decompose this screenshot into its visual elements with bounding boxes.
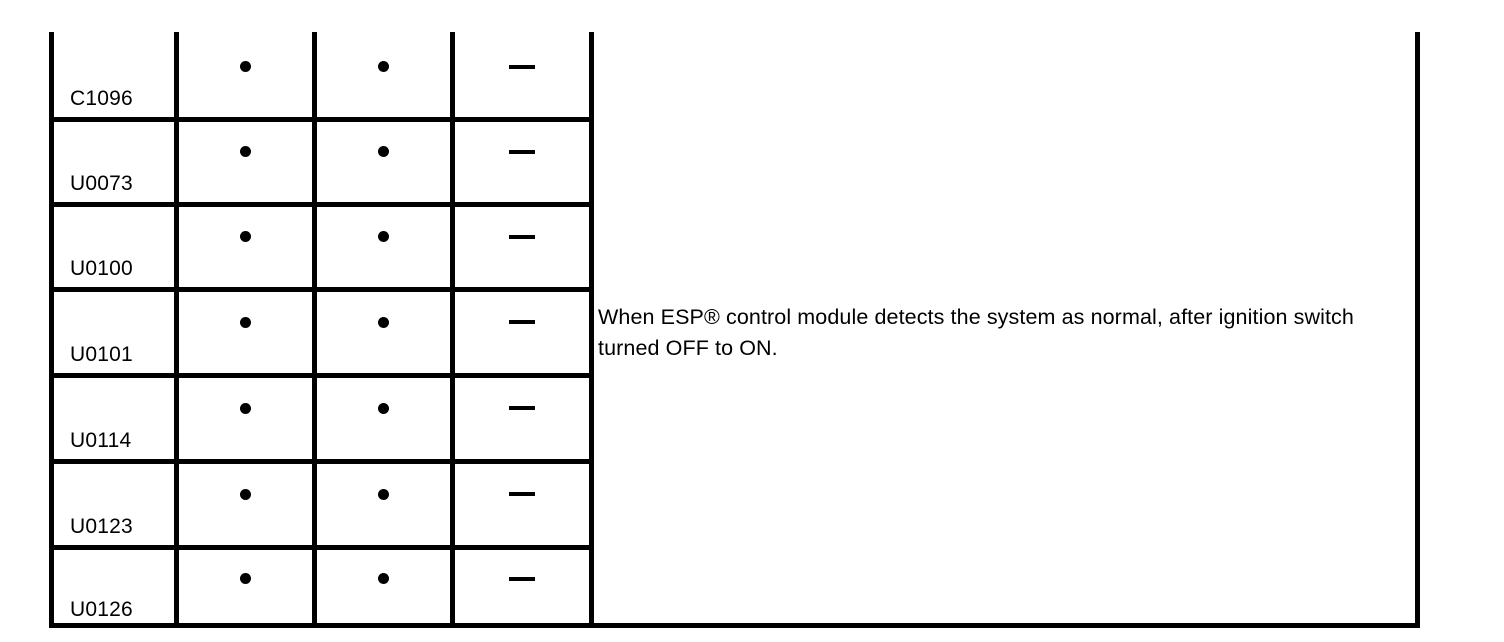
dtc-code-cell: C1096 bbox=[70, 87, 133, 110]
indicator-cell-3 bbox=[455, 117, 589, 202]
dtc-code-cell: U0114 bbox=[70, 429, 132, 452]
indicator-cell-1 bbox=[179, 373, 312, 459]
table-row: U0100 bbox=[49, 202, 594, 287]
column-divider-code bbox=[174, 32, 179, 628]
row-divider-3 bbox=[49, 287, 594, 292]
applicable-dot-icon bbox=[378, 402, 389, 414]
indicator-cell-2 bbox=[317, 373, 450, 459]
table-border-bottom bbox=[49, 623, 1420, 628]
not-applicable-dash-icon bbox=[509, 320, 535, 324]
indicator-cell-3 bbox=[455, 32, 589, 117]
applicable-dot-icon bbox=[240, 573, 251, 584]
condition-text: When ESP® control module detects the sys… bbox=[598, 305, 1354, 360]
not-applicable-dash-icon bbox=[509, 64, 535, 69]
applicable-dot-icon bbox=[378, 231, 389, 242]
row-divider-6 bbox=[49, 545, 594, 550]
indicator-cell-1 bbox=[179, 459, 312, 545]
indicator-cell-1 bbox=[179, 545, 312, 628]
table-row: U0114 bbox=[49, 373, 594, 459]
indicator-cell-3 bbox=[455, 459, 589, 545]
not-applicable-dash-icon bbox=[509, 149, 535, 154]
table-border-right bbox=[1415, 32, 1420, 628]
dtc-code-cell: U0101 bbox=[70, 343, 133, 366]
row-divider-5 bbox=[49, 459, 594, 464]
column-divider-condition bbox=[589, 32, 594, 628]
applicable-dot-icon bbox=[240, 231, 251, 242]
dtc-code-cell: U0073 bbox=[70, 172, 133, 195]
indicator-cell-3 bbox=[455, 545, 589, 628]
indicator-cell-2 bbox=[317, 117, 450, 202]
row-divider-4 bbox=[49, 373, 594, 378]
indicator-cell-3 bbox=[455, 202, 589, 287]
dtc-code-cell: U0100 bbox=[70, 257, 133, 280]
indicator-cell-2 bbox=[317, 32, 450, 117]
condition-cell: When ESP® control module detects the sys… bbox=[594, 32, 1415, 628]
applicable-dot-icon bbox=[378, 573, 389, 584]
indicator-cell-1 bbox=[179, 202, 312, 287]
applicable-dot-icon bbox=[240, 61, 251, 72]
applicable-dot-icon bbox=[240, 488, 251, 500]
applicable-dot-icon bbox=[378, 488, 389, 500]
indicator-cell-1 bbox=[179, 287, 312, 373]
applicable-dot-icon bbox=[378, 61, 389, 72]
table-row: U0073 bbox=[49, 117, 594, 202]
table-border-left bbox=[49, 32, 54, 628]
indicator-cell-3 bbox=[455, 287, 589, 373]
table-row: U0101 bbox=[49, 287, 594, 373]
dtc-detection-condition-table: C1096 U0073 U0100 U0101 U0114 U0123 U012… bbox=[49, 32, 1420, 628]
column-divider-1 bbox=[312, 32, 317, 628]
applicable-dot-icon bbox=[240, 146, 251, 157]
indicator-cell-1 bbox=[179, 32, 312, 117]
not-applicable-dash-icon bbox=[509, 576, 535, 581]
indicator-cell-2 bbox=[317, 202, 450, 287]
table-row: C1096 bbox=[49, 32, 594, 117]
applicable-dot-icon bbox=[378, 316, 389, 328]
table-row: U0126 bbox=[49, 545, 594, 628]
table-row: U0123 bbox=[49, 459, 594, 545]
applicable-dot-icon bbox=[240, 402, 251, 414]
not-applicable-dash-icon bbox=[509, 234, 535, 239]
dtc-code-cell: U0126 bbox=[70, 598, 133, 621]
row-divider-1 bbox=[49, 117, 594, 122]
applicable-dot-icon bbox=[240, 316, 251, 328]
applicable-dot-icon bbox=[378, 146, 389, 157]
indicator-cell-2 bbox=[317, 459, 450, 545]
row-divider-2 bbox=[49, 202, 594, 207]
indicator-cell-1 bbox=[179, 117, 312, 202]
not-applicable-dash-icon bbox=[509, 492, 535, 496]
column-divider-2 bbox=[450, 32, 455, 628]
indicator-cell-2 bbox=[317, 287, 450, 373]
indicator-cell-2 bbox=[317, 545, 450, 628]
dtc-code-cell: U0123 bbox=[70, 515, 133, 538]
not-applicable-dash-icon bbox=[509, 406, 535, 410]
indicator-cell-3 bbox=[455, 373, 589, 459]
